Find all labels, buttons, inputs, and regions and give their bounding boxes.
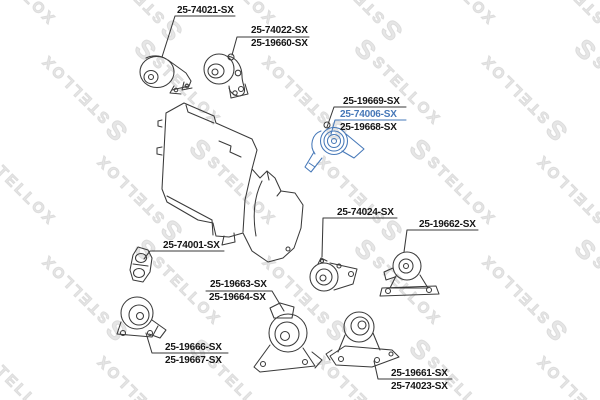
part-label-25-19666-sx[interactable]: 25-19666-SX [165, 342, 222, 353]
part-label-25-19668-sx[interactable]: 25-19668-SX [340, 122, 397, 133]
leader-line-highlight [330, 119, 407, 135]
part-drawing-25-19666-sx[interactable] [116, 296, 167, 339]
part-drawing-25-19661-sx[interactable] [325, 311, 400, 368]
part-label-25-74021-sx[interactable]: 25-74021-SX [177, 5, 234, 16]
part-label-25-19661-sx[interactable]: 25-19661-SX [391, 368, 448, 379]
part-drawing-25-74022-sx[interactable] [203, 53, 249, 99]
part-label-25-74023-sx[interactable]: 25-74023-SX [391, 381, 448, 392]
part-label-25-19660-sx[interactable]: 25-19660-SX [251, 38, 308, 49]
part-drawing-25-19662-sx[interactable] [379, 251, 440, 297]
part-label-25-74006-sx-highlighted[interactable]: 25-74006-SX [340, 109, 397, 120]
part-label-25-74022-sx[interactable]: 25-74022-SX [251, 25, 308, 36]
part-label-25-19669-sx[interactable]: 25-19669-SX [343, 96, 400, 107]
part-label-25-19667-sx[interactable]: 25-19667-SX [165, 355, 222, 366]
part-label-25-19663-sx[interactable]: 25-19663-SX [210, 279, 267, 290]
part-drawing-25-74024-sx[interactable] [309, 257, 358, 292]
leader-lines [143, 15, 479, 380]
part-label-25-74001-sx[interactable]: 25-74001-SX [163, 240, 220, 251]
part-drawing-25-74006-sx[interactable] [304, 126, 365, 173]
part-drawing-25-74021-sx[interactable] [139, 55, 193, 95]
part-label-25-19664-sx[interactable]: 25-19664-SX [209, 292, 266, 303]
part-drawing-25-19663-sx[interactable] [253, 302, 323, 373]
engine-block-drawing [156, 102, 304, 263]
part-label-25-74024-sx[interactable]: 25-74024-SX [337, 207, 394, 218]
part-label-25-19662-sx[interactable]: 25-19662-SX [419, 219, 476, 230]
